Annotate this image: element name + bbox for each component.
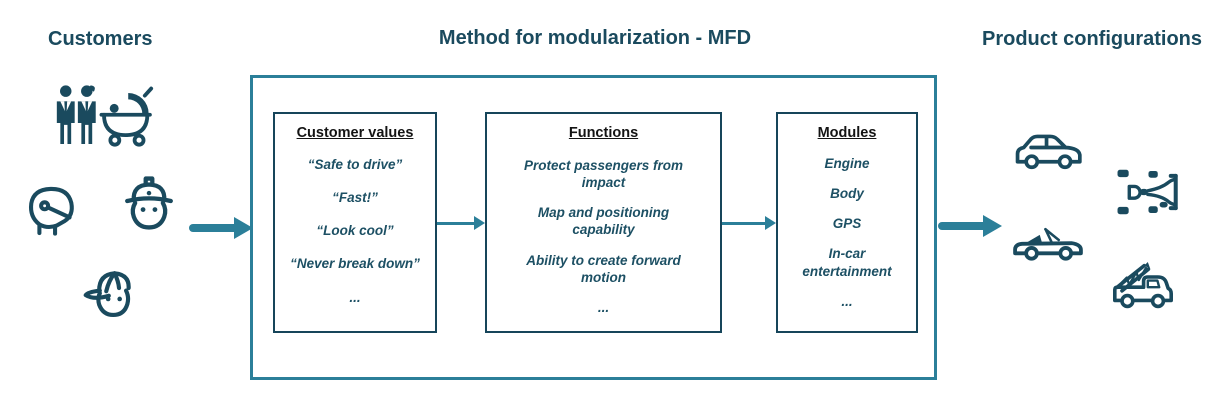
arrow-head bbox=[474, 216, 485, 230]
customer-values-title: Customer values bbox=[296, 125, 414, 141]
customers-heading: Customers bbox=[48, 28, 153, 50]
arrow-head bbox=[234, 217, 253, 239]
box-item-ellipsis: ... bbox=[349, 289, 361, 305]
modules-title: Modules bbox=[817, 125, 877, 141]
fire-truck-icon bbox=[1110, 250, 1176, 310]
mfd-outer-box bbox=[250, 75, 937, 380]
arrow-shaft bbox=[437, 221, 474, 225]
box-item: GPS bbox=[832, 216, 862, 232]
box-item: Ability to create forward motion bbox=[526, 252, 681, 285]
box-item: Map and positioning capability bbox=[537, 205, 670, 238]
modules-box: Modules Engine Body GPS In-car entertain… bbox=[776, 112, 918, 333]
arrow-head bbox=[983, 215, 1002, 237]
values-to-functions-arrow bbox=[437, 216, 485, 230]
method-heading: Method for modularization - MFD bbox=[438, 27, 752, 49]
family-with-pram-icon bbox=[53, 84, 155, 148]
race-kart-top-view-icon bbox=[1108, 166, 1184, 218]
kid-with-cap-icon bbox=[80, 256, 144, 324]
box-item: “Fast!” bbox=[332, 190, 378, 206]
arrow-head bbox=[765, 216, 776, 230]
arrow-shaft bbox=[722, 221, 765, 225]
box-item: Body bbox=[830, 186, 864, 202]
box-item: “Look cool” bbox=[316, 223, 394, 239]
modules-items: Engine Body GPS In-car entertainment ... bbox=[786, 155, 908, 310]
box-item: “Safe to drive” bbox=[307, 157, 403, 172]
functions-to-modules-arrow bbox=[722, 216, 776, 230]
box-item: “Never break down” bbox=[290, 256, 420, 272]
arrow-shaft bbox=[938, 222, 983, 230]
arrow-shaft bbox=[189, 224, 234, 232]
box-item-ellipsis: ... bbox=[597, 299, 610, 315]
construction-worker-icon bbox=[115, 170, 183, 236]
customer-values-box: Customer values “Safe to drive” “Fast!” … bbox=[273, 112, 437, 333]
box-item: Engine bbox=[824, 156, 870, 171]
suv-car-icon bbox=[1012, 126, 1086, 174]
box-item-ellipsis: ... bbox=[841, 293, 853, 309]
functions-items: Protect passengers from impact Map and p… bbox=[495, 157, 712, 316]
box-item: In-car entertainment bbox=[802, 246, 892, 279]
products-heading: Product configurations bbox=[982, 28, 1202, 50]
functions-box: Functions Protect passengers from impact… bbox=[485, 112, 722, 333]
functions-title: Functions bbox=[568, 125, 639, 141]
customer-values-items: “Safe to drive” “Fast!” “Look cool” “Nev… bbox=[283, 156, 427, 306]
racing-helmet-icon bbox=[22, 178, 80, 244]
convertible-car-icon bbox=[1010, 218, 1086, 262]
customers-to-method-arrow bbox=[189, 217, 253, 239]
method-to-products-arrow bbox=[938, 215, 1002, 237]
box-item: Protect passengers from impact bbox=[523, 158, 684, 191]
